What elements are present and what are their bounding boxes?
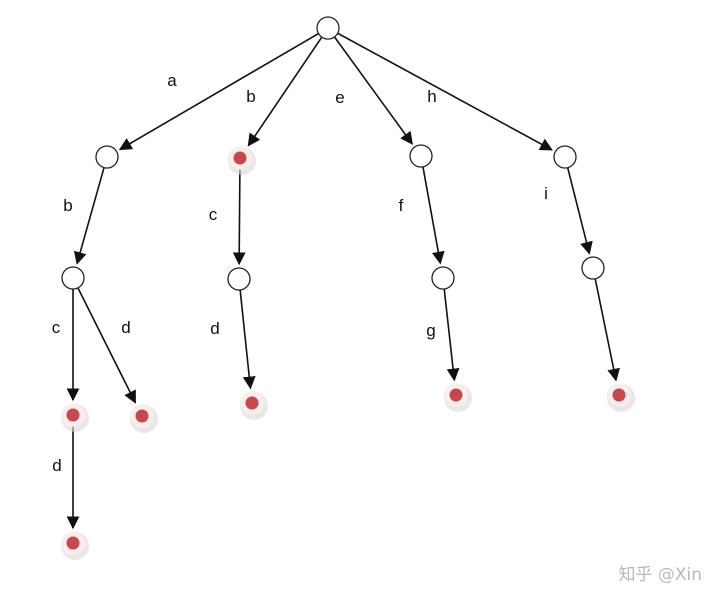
- edge-root-h: [337, 32, 553, 151]
- edge-label: f: [399, 196, 404, 215]
- edge-label: c: [209, 205, 218, 224]
- terminal-marker: [612, 388, 626, 402]
- edge-root-b: [247, 36, 323, 147]
- edge-label: b: [246, 87, 255, 106]
- edge-b-bc: [232, 168, 246, 266]
- edge-label: b: [63, 196, 72, 215]
- terminal-marker: [66, 408, 80, 422]
- edge-ab-abd: [77, 287, 137, 404]
- terminal-marker: [66, 536, 80, 550]
- edge-root-e: [333, 36, 413, 145]
- node-a: [95, 145, 119, 169]
- edge-h-hi: [566, 167, 593, 255]
- terminal-marker: [245, 396, 259, 410]
- edge-ef-efg: [443, 288, 460, 382]
- edge-root-a: [118, 32, 319, 151]
- edge-hi-hi-end: [594, 278, 620, 382]
- edge-label: d: [52, 456, 61, 475]
- node-bc: [227, 267, 251, 291]
- edge-a-ab: [74, 167, 105, 265]
- edge-label: g: [426, 321, 435, 340]
- edge-label: d: [121, 318, 130, 337]
- node-ef: [431, 266, 455, 290]
- edge-bc-bcd: [239, 289, 256, 390]
- edge-label: d: [210, 319, 219, 338]
- edge-label: c: [52, 318, 61, 337]
- node-h: [553, 145, 577, 169]
- node-hi: [581, 256, 605, 280]
- node-ab: [61, 266, 85, 290]
- terminal-marker: [233, 151, 247, 165]
- edge-label: a: [167, 71, 177, 90]
- edge-label: h: [427, 87, 436, 106]
- terminal-marker: [449, 388, 463, 402]
- edge-label: i: [544, 184, 548, 203]
- watermark: 知乎 @Xin: [618, 565, 702, 585]
- terminal-marker: [135, 409, 149, 423]
- node-root: [316, 16, 340, 40]
- edge-label: e: [335, 88, 344, 107]
- edge-e-ef: [422, 166, 445, 265]
- node-e: [409, 144, 433, 168]
